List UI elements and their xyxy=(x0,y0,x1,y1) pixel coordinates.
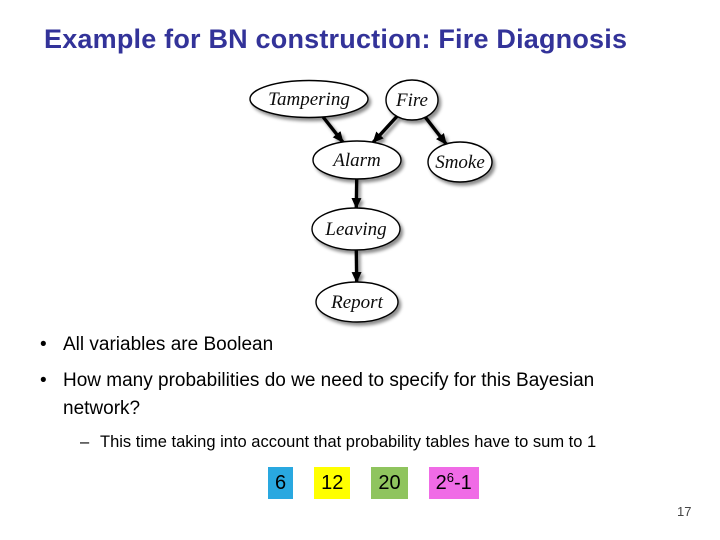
bullet-text: This time taking into account that proba… xyxy=(100,433,597,451)
node-label-alarm: Alarm xyxy=(331,150,381,171)
answer-text: 2 xyxy=(435,471,447,494)
answer-tail: -1 xyxy=(453,471,472,494)
node-alarm xyxy=(312,140,402,180)
node-tampering xyxy=(249,79,369,119)
answer-text: 12 xyxy=(321,471,344,494)
edge-tampering-alarm xyxy=(321,115,345,144)
bullet-text: How many probabilities do we need to spe… xyxy=(63,370,595,419)
answer-option-2: 20 xyxy=(371,467,408,499)
node-report xyxy=(315,281,399,323)
bullet-text: All variables are Boolean xyxy=(63,334,274,355)
bullet-item: • All variables are Boolean xyxy=(40,331,608,359)
bullet-marker: • xyxy=(40,334,47,355)
node-label-leaving: Leaving xyxy=(324,219,386,240)
bullet-marker: • xyxy=(40,370,47,391)
diagram-edges xyxy=(321,115,448,283)
node-label-tampering: Tampering xyxy=(268,89,350,110)
answer-text: 6 xyxy=(275,471,287,494)
edge-fire-smoke xyxy=(423,116,448,146)
bullet-item: • How many probabilities do we need to s… xyxy=(40,367,608,423)
page-number: 17 xyxy=(677,504,692,519)
edge-fire-alarm xyxy=(371,115,399,144)
answer-option-1: 12 xyxy=(314,467,351,499)
bullet-list: • All variables are Boolean • How many p… xyxy=(40,331,608,453)
answer-superscript: 6 xyxy=(446,469,454,485)
node-label-report: Report xyxy=(330,292,383,313)
node-label-fire: Fire xyxy=(395,90,428,111)
node-leaving xyxy=(311,207,401,251)
answer-text: 20 xyxy=(378,471,401,494)
node-label-smoke: Smoke xyxy=(435,152,485,173)
bullet-sub-item: – This time taking into account that pro… xyxy=(80,431,608,453)
node-fire xyxy=(385,79,439,121)
bullet-marker: – xyxy=(80,433,90,451)
answer-option-0: 6 xyxy=(268,467,294,499)
slide-title: Example for BN construction: Fire Diagno… xyxy=(44,24,628,54)
node-smoke xyxy=(427,141,493,183)
